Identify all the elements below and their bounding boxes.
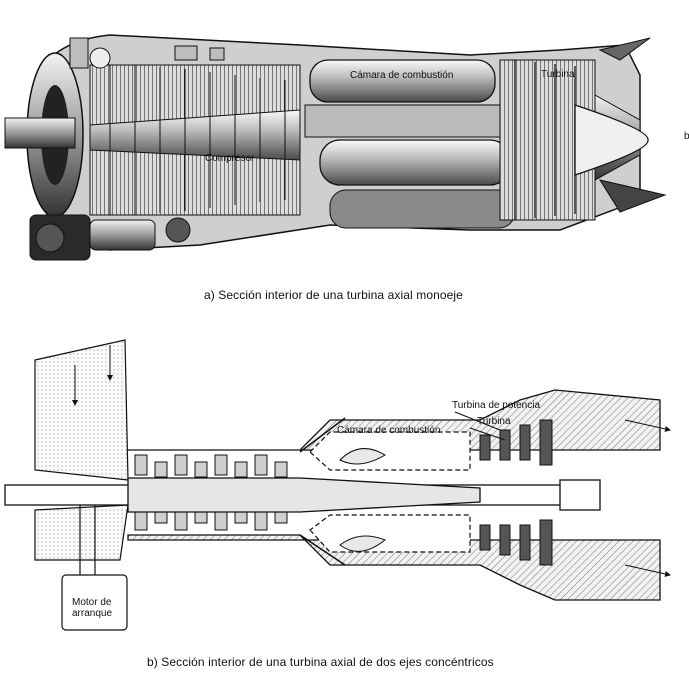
starter-motor (61, 505, 128, 631)
accessory-gearbox (29, 214, 191, 261)
turbine-blades (479, 419, 553, 566)
caption-a: a) Sección interior de una turbina axial… (204, 288, 463, 302)
label-turbine-b: Turbina (477, 416, 511, 427)
combustion-chamber-upper (299, 417, 471, 471)
caption-b: b) Sección interior de una turbina axial… (147, 655, 494, 669)
label-starter-motor-line2: arranque (72, 608, 113, 619)
intake-duct (34, 339, 129, 561)
label-combustion-chamber-a: Cámara de combustión (350, 70, 454, 81)
label-power-turbine-b: Turbina de potencia (452, 400, 541, 411)
label-combustion-chamber-b: Cámara de combustión (337, 425, 441, 436)
figure-a-illustration (4, 34, 667, 261)
combustion-chamber-lower (299, 514, 471, 566)
label-compressor-a: Compresor (205, 153, 255, 164)
compressor-section (89, 64, 301, 216)
combustion-chambers (304, 59, 516, 229)
top-fittings (69, 37, 225, 69)
edge-fragment: b (684, 131, 689, 142)
label-turbine-a: Turbina (541, 69, 575, 80)
shafts (4, 477, 601, 513)
compressor-blades-upper (134, 454, 288, 478)
exhaust-cone (574, 104, 649, 176)
label-starter-motor-line1: Motor de (72, 597, 112, 608)
leader-lines (454, 411, 506, 441)
